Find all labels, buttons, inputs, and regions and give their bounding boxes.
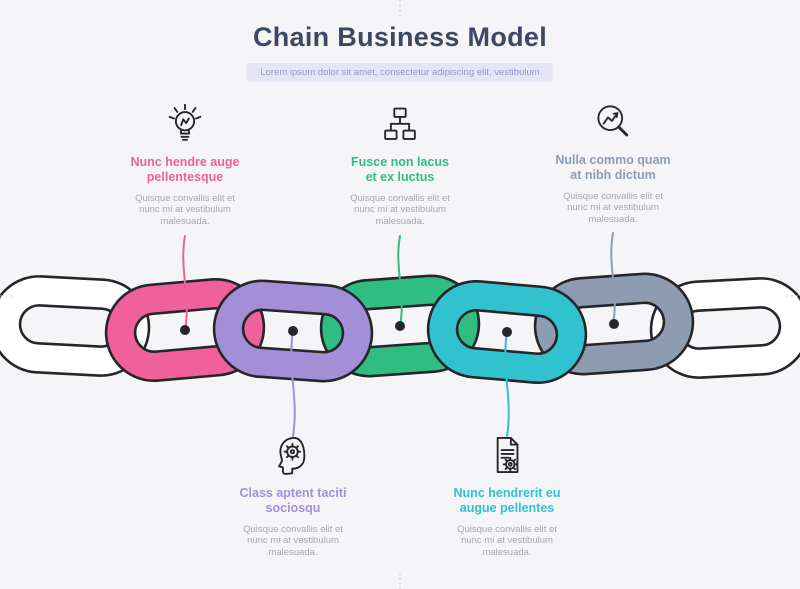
step-item-2: Class aptent taciti sociosqu Quisque con… (198, 433, 388, 559)
step-item-5: Nulla commo quam at nibh dictum Quisque … (518, 100, 708, 226)
step-title: Class aptent taciti sociosqu (239, 486, 347, 516)
step-description: Quisque convallis elit et nunc mi at ves… (135, 192, 235, 228)
step-title: Nulla commo quam at nibh dictum (555, 153, 671, 183)
head-gear-icon (278, 437, 306, 475)
light-bulb-icon (168, 103, 202, 141)
step-item-1: Nunc hendre auge pellentesque Quisque co… (90, 102, 280, 228)
chart-magnifier-icon (597, 105, 629, 137)
subtitle-pill: Lorem ipsum dolor sit amet, consectetur … (246, 63, 554, 82)
step-title: Nunc hendrerit eu augue pellentes (453, 486, 561, 516)
sitemap-icon (384, 107, 416, 140)
step-item-3: Fusce non lacus et ex luctus Quisque con… (305, 102, 495, 228)
step-description: Quisque convallis elit et nunc mi at ves… (563, 190, 663, 226)
step-item-4: Nunc hendrerit eu augue pellentes Quisqu… (412, 433, 602, 559)
step-title: Nunc hendre auge pellentesque (130, 155, 240, 185)
page-title: Chain Business Model (252, 22, 548, 52)
step-title: Fusce non lacus et ex luctus (351, 155, 449, 185)
step-description: Quisque convallis elit et nunc mi at ves… (350, 192, 450, 228)
step-description: Quisque convallis elit et nunc mi at ves… (243, 523, 343, 559)
step-description: Quisque convallis elit et nunc mi at ves… (457, 523, 557, 559)
document-gear-icon (496, 437, 519, 473)
